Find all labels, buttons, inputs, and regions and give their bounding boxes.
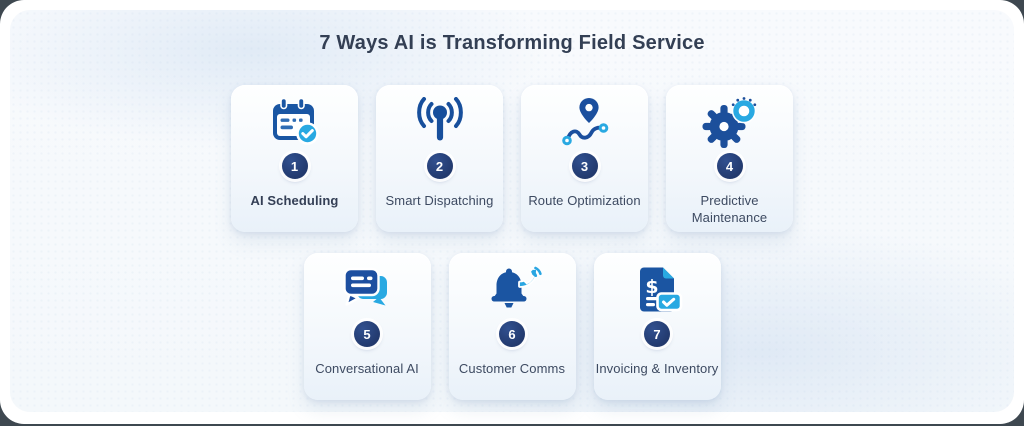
- calendar-check-icon: [265, 94, 325, 152]
- card-label: Customer Comms: [458, 361, 566, 376]
- bell-phone-icon: [482, 262, 542, 320]
- cards-row-top: 1 AI Scheduling: [10, 85, 1014, 232]
- card-invoicing-inventory: $ 7 Invoicing & Inventory: [593, 253, 721, 400]
- card-label: Predictive Maintenance: [691, 193, 768, 226]
- step-number-badge: 2: [426, 153, 453, 179]
- card-smart-dispatching: 2 Smart Dispatching: [376, 85, 503, 232]
- chat-bubbles-icon: [337, 262, 397, 320]
- card-label: Invoicing & Inventory: [595, 361, 719, 376]
- card-label: Route Optimization: [528, 193, 641, 208]
- dollar-glyph: $: [645, 276, 658, 298]
- card-predictive-maintenance: 4 Predictive Maintenance: [666, 85, 793, 232]
- step-number-badge: 5: [354, 321, 380, 347]
- card-label: Conversational AI: [315, 361, 419, 376]
- cards-row-bottom: 5 Conversational AI: [10, 253, 1014, 400]
- content-panel: 7 Ways AI is Transforming Field Service: [10, 10, 1014, 412]
- card-conversational-ai: 5 Conversational AI: [303, 253, 431, 400]
- route-map-pin-icon: [555, 94, 615, 152]
- card-ai-scheduling: 1 AI Scheduling: [231, 85, 358, 232]
- page-title: 7 Ways AI is Transforming Field Service: [319, 32, 705, 54]
- gears-icon: [700, 94, 760, 152]
- step-number-badge: 4: [716, 153, 743, 179]
- card-route-optimization: 3 Route Optimization: [521, 85, 648, 232]
- step-number-badge: 1: [281, 153, 308, 179]
- card-customer-comms: 6 Customer Comms: [448, 253, 576, 400]
- step-number-badge: 6: [499, 321, 525, 347]
- step-number-badge: 7: [644, 321, 670, 347]
- broadcast-antenna-icon: [410, 94, 470, 152]
- invoice-document-icon: $: [627, 262, 687, 320]
- card-label: AI Scheduling: [250, 193, 339, 208]
- step-number-badge: 3: [571, 153, 598, 179]
- card-label: Smart Dispatching: [385, 193, 494, 208]
